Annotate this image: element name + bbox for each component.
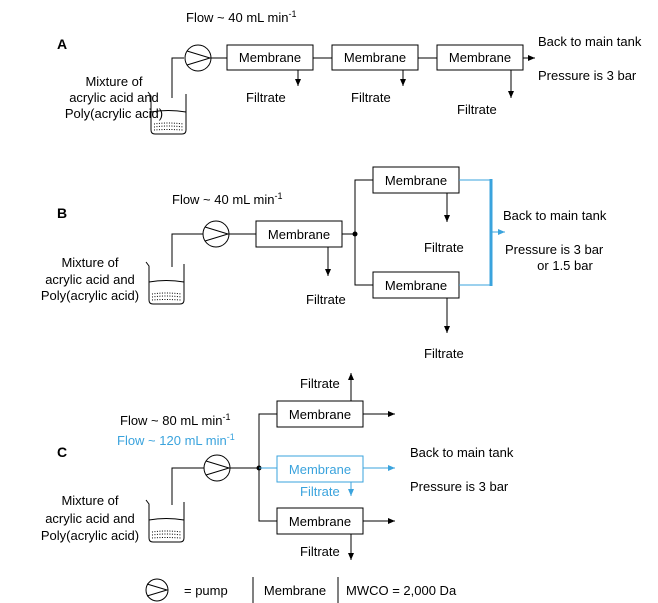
filtrate-label: Filtrate <box>424 240 464 255</box>
membrane-box <box>276 400 364 428</box>
panel-label: C <box>57 444 67 460</box>
outlet-label: Back to main tank <box>538 34 642 49</box>
pump-icon <box>203 454 231 482</box>
membrane-label: Membrane <box>268 227 330 242</box>
membrane-label: Membrane <box>289 514 351 529</box>
flow-rate: Flow ~ 80 mL min-1 <box>120 412 231 428</box>
svg-text:Mixture of: Mixture of <box>61 255 118 270</box>
membrane-label: Membrane <box>289 462 351 477</box>
pump-icon <box>202 220 230 248</box>
svg-text:Mixture of: Mixture of <box>61 493 118 508</box>
legend-mwco-label: MWCO = 2,000 Da <box>346 583 457 598</box>
panel-a: A Flow ~ 40 mL min-1 Mixture of acrylic … <box>57 9 642 135</box>
svg-text:Mixture of: Mixture of <box>85 74 142 89</box>
beaker-icon <box>145 261 185 305</box>
svg-text:Poly(acrylic acid): Poly(acrylic acid) <box>41 288 139 303</box>
svg-text:Poly(acrylic acid): Poly(acrylic acid) <box>65 106 163 121</box>
feed-line <box>171 233 203 267</box>
membrane-label: Membrane <box>289 407 351 422</box>
pressure-alt-label: or 1.5 bar <box>537 258 593 273</box>
filtrate-label: Filtrate <box>300 484 340 499</box>
membrane-box <box>436 44 524 71</box>
membrane-box <box>276 455 364 483</box>
filtrate-label: Filtrate <box>300 544 340 559</box>
membrane-box <box>331 44 419 71</box>
svg-text:acrylic acid and: acrylic acid and <box>69 90 159 105</box>
panel-c: C Flow ~ 80 mL min-1 Flow ~ 120 mL min-1… <box>41 373 514 560</box>
membrane-box <box>372 271 460 299</box>
pressure-label: Pressure is 3 bar <box>505 242 604 257</box>
svg-text:acrylic acid and: acrylic acid and <box>45 272 135 287</box>
filtrate-label: Filtrate <box>424 346 464 361</box>
outlet-label: Back to main tank <box>410 445 514 460</box>
feed-line <box>171 57 184 98</box>
outlet-label: Back to main tank <box>503 208 607 223</box>
svg-text:Poly(acrylic acid): Poly(acrylic acid) <box>41 528 139 543</box>
branch-line <box>258 468 277 522</box>
membrane-label: Membrane <box>239 50 301 65</box>
filtrate-label: Filtrate <box>246 90 286 105</box>
pressure-label: Pressure is 3 bar <box>410 479 509 494</box>
svg-text:acrylic acid and: acrylic acid and <box>45 511 135 526</box>
membrane-label: Membrane <box>344 50 406 65</box>
filtrate-label: Filtrate <box>351 90 391 105</box>
pump-icon <box>145 578 169 602</box>
panel-label: B <box>57 205 67 221</box>
feed-mixture-label: Mixture of acrylic acid and Poly(acrylic… <box>41 255 139 303</box>
branch-line <box>354 179 373 234</box>
membrane-label: Membrane <box>385 173 447 188</box>
filtrate-label: Filtrate <box>306 292 346 307</box>
pump-icon <box>184 44 212 72</box>
branch-line <box>354 234 373 286</box>
legend: = pump Membrane MWCO = 2,000 Da <box>145 577 457 603</box>
panel-b: B Flow ~ 40 mL min-1 Mixture of acrylic … <box>41 166 607 361</box>
legend-pump-label: = pump <box>184 583 228 598</box>
flow-rate: Flow ~ 40 mL min-1 <box>186 9 297 25</box>
legend-membrane-box <box>252 577 339 603</box>
feed-line <box>171 467 204 505</box>
panel-label: A <box>57 36 67 52</box>
flow-rate: Flow ~ 40 mL min-1 <box>172 191 283 207</box>
filtrate-label: Filtrate <box>457 102 497 117</box>
beaker-icon <box>145 499 185 543</box>
membrane-box <box>276 507 364 535</box>
feed-mixture-label: Mixture of acrylic acid and Poly(acrylic… <box>41 493 139 543</box>
membrane-label: Membrane <box>385 278 447 293</box>
legend-membrane-label: Membrane <box>264 583 326 598</box>
membrane-label: Membrane <box>449 50 511 65</box>
branch-line <box>258 413 277 468</box>
pressure-label: Pressure is 3 bar <box>538 68 637 83</box>
filtrate-label: Filtrate <box>300 376 340 391</box>
flow-rate-alt: Flow ~ 120 mL min-1 <box>117 432 235 448</box>
feed-mixture-label: Mixture of acrylic acid and Poly(acrylic… <box>65 74 163 121</box>
